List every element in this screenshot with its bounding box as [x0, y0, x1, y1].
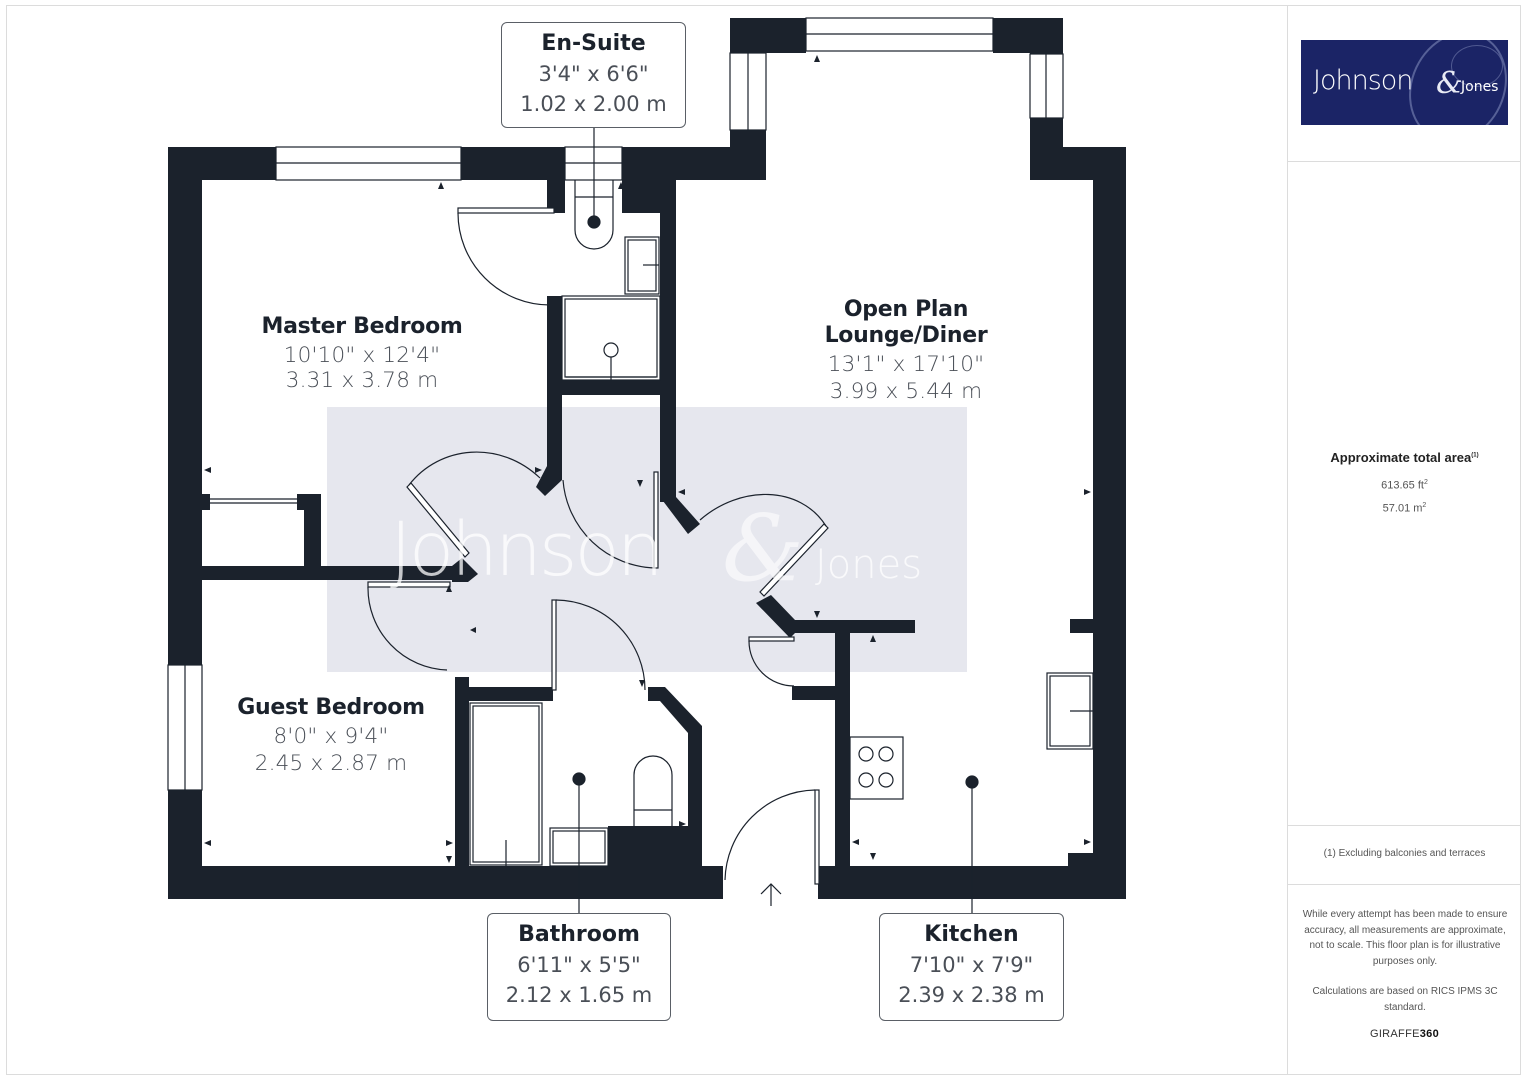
callout-bathroom: Bathroom 6'11" x 5'5" 2.12 x 1.65 m: [487, 913, 671, 1021]
room-dimensions-metric: 3.99 x 5.44 m: [829, 379, 983, 404]
disclaimer-standard: Calculations are based on RICS IPMS 3C s…: [1312, 986, 1498, 1013]
room-dimensions-imperial: 6'11" x 5'5": [517, 953, 641, 977]
room-dimensions-metric: 2.12 x 1.65 m: [505, 983, 653, 1007]
room-name: Master Bedroom: [261, 314, 463, 339]
area-sqm: 57.01 m2: [1288, 496, 1521, 519]
logo-panel: Johnson & Jones: [1288, 5, 1521, 162]
logo-text-jones: Jones: [1461, 79, 1499, 95]
logo-swirl-decoration: [1451, 45, 1503, 87]
area-sqm-unit-sup: 2: [1422, 501, 1427, 509]
room-dimensions-imperial: 3'4" x 6'6": [538, 62, 649, 86]
area-sqm-value: 57.01 m: [1382, 502, 1423, 515]
area-sqft-unit-sup: 2: [1423, 479, 1428, 486]
room-label-master-bedroom: Master Bedroom 10'10" x 12'4" 3.31 x 3.7…: [222, 314, 502, 396]
brand-suffix: 360: [1419, 1028, 1440, 1040]
svg-text:&: &: [722, 495, 804, 602]
room-name: Guest Bedroom: [237, 695, 425, 720]
total-area-block: Approximate total area(1) 613.65 ft2 57.…: [1288, 450, 1521, 518]
room-dimensions-imperial: 13'1" x 17'10": [827, 352, 985, 377]
room-dimensions-metric: 2.45 x 2.87 m: [254, 751, 408, 776]
floor-plan: Johnson & Jones: [167, 17, 1126, 913]
area-title: Approximate total area(1): [1288, 450, 1521, 465]
room-dimensions-metric: 1.02 x 2.00 m: [520, 92, 667, 116]
footnote-panel: (1) Excluding balconies and terraces: [1288, 825, 1521, 885]
area-title-text: Approximate total area: [1330, 450, 1472, 465]
room-name-line1: Open Plan: [843, 297, 969, 322]
room-name: En-Suite: [541, 31, 646, 56]
svg-text:Johnson: Johnson: [390, 507, 661, 593]
windows: [167, 17, 1064, 791]
brand-logo: Johnson & Jones: [1301, 40, 1508, 125]
footnote-text: (1) Excluding balconies and terraces: [1323, 848, 1486, 859]
measure-arrows: [204, 55, 1091, 863]
room-dimensions-metric: 3.31 x 3.78 m: [285, 368, 439, 393]
room-dimensions-imperial: 10'10" x 12'4": [283, 343, 441, 368]
giraffe360-brand: GIRAFFE360: [1288, 1028, 1521, 1040]
svg-text:Jones: Jones: [815, 542, 922, 588]
logo-ampersand: &: [1436, 66, 1463, 101]
fixtures: [458, 180, 1094, 906]
room-markers: [572, 128, 979, 913]
callout-kitchen: Kitchen 7'10" x 7'9" 2.39 x 2.38 m: [879, 913, 1064, 1021]
callout-en-suite: En-Suite 3'4" x 6'6" 1.02 x 2.00 m: [501, 22, 686, 128]
room-label-guest-bedroom: Guest Bedroom 8'0" x 9'4" 2.45 x 2.87 m: [196, 695, 466, 779]
area-values: 613.65 ft2 57.01 m2: [1288, 473, 1521, 518]
logo-text-johnson: Johnson: [1313, 65, 1413, 96]
room-dimensions-imperial: 8'0" x 9'4": [273, 724, 389, 749]
room-name: Kitchen: [924, 922, 1019, 947]
area-footnote-mark: (1): [1471, 452, 1479, 459]
disclaimer-accuracy: While every attempt has been made to ens…: [1302, 909, 1508, 967]
room-name-line2: Lounge/Diner: [824, 323, 988, 348]
room-dimensions-imperial: 7'10" x 7'9": [909, 953, 1034, 977]
doors: [210, 207, 829, 885]
room-name: Bathroom: [518, 922, 640, 947]
room-dimensions-metric: 2.39 x 2.38 m: [898, 983, 1045, 1007]
room-label-lounge-diner: Open Plan Lounge/Diner 13'1" x 17'10" 3.…: [776, 297, 1036, 407]
page-frame: [6, 5, 1521, 1075]
disclaimer: While every attempt has been made to ens…: [1302, 907, 1508, 1030]
area-sqft-value: 613.65 ft: [1381, 479, 1424, 492]
info-sidebar: Johnson & Jones Approximate total area(1…: [1287, 5, 1521, 1075]
area-sqft: 613.65 ft2: [1288, 473, 1521, 496]
brand-prefix: GIRAFFE: [1369, 1028, 1420, 1040]
watermark: Johnson & Jones: [390, 495, 922, 602]
